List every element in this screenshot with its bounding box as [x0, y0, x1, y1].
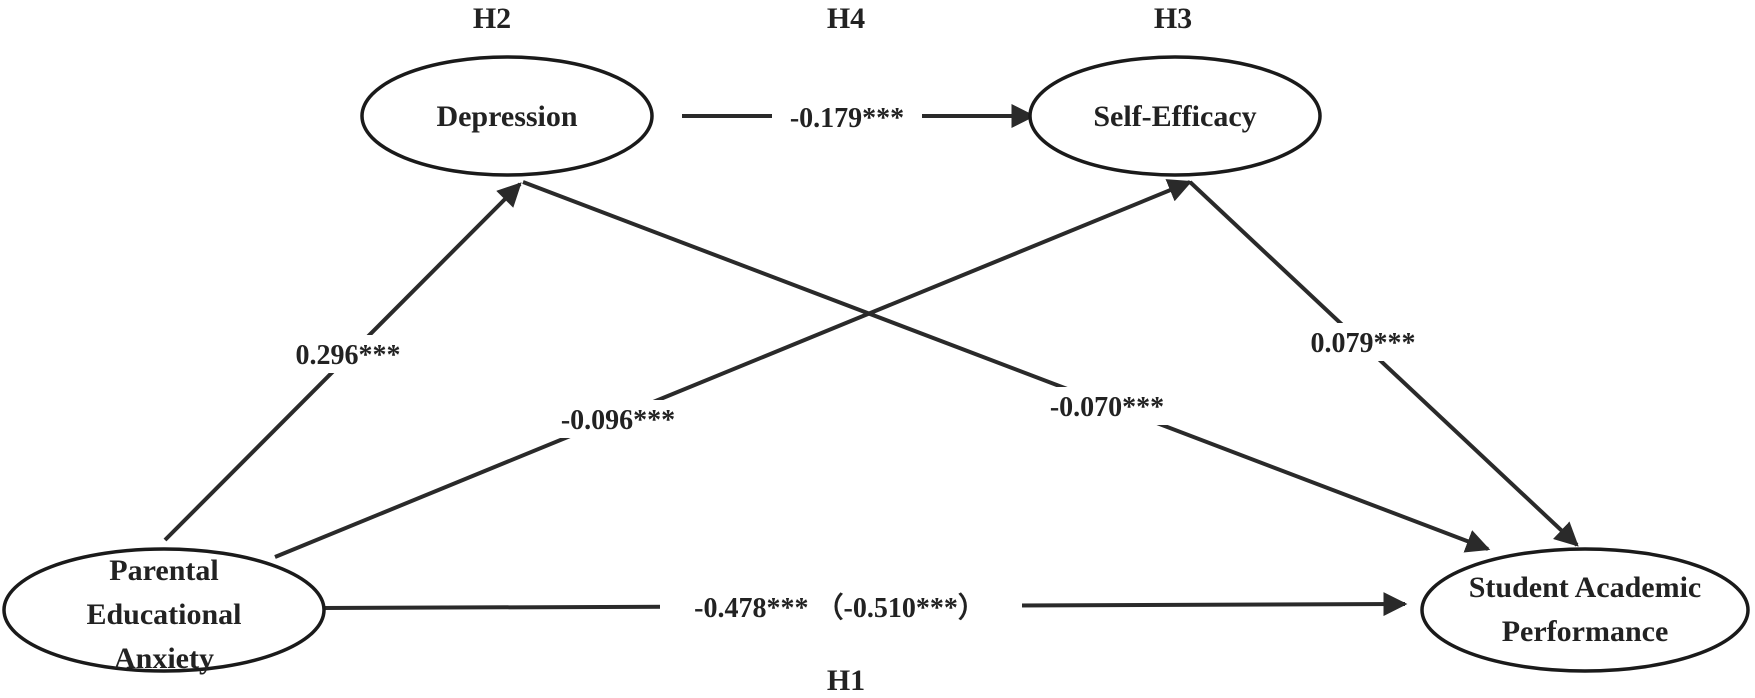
hypothesis-label-h4: H4 — [827, 2, 865, 35]
node-anxiety-label-line-1: Parental — [109, 554, 218, 587]
coefficient-anxiety-to-performance: -0.478*** （-0.510***） — [694, 591, 986, 624]
label-bg-b — [277, 335, 419, 373]
hypothesis-label-h3: H3 — [1154, 2, 1192, 35]
label-bg-f — [660, 587, 1022, 627]
node-performance-label-line-2: Performance — [1502, 615, 1669, 648]
node-anxiety-label-line-3: Anxiety — [114, 642, 214, 675]
node-depression-label: Depression — [436, 100, 577, 133]
node-anxiety-label-line-2: Educational — [86, 598, 241, 631]
label-bg-e — [1028, 387, 1188, 425]
label-bg-a — [772, 98, 922, 136]
label-bg-c — [1290, 323, 1436, 361]
hypothesis-label-h1: H1 — [827, 664, 865, 697]
coefficient-anxiety-to-depression: 0.296*** — [296, 340, 401, 371]
node-parental-educational-anxiety: Parental Educational Anxiety — [2, 547, 326, 675]
node-depression: Depression — [360, 55, 654, 177]
hypothesis-label-h2: H2 — [473, 2, 511, 35]
coefficient-depression-to-self-efficacy: -0.179*** — [790, 103, 904, 134]
path-anxiety-to-self-efficacy — [274, 179, 1193, 559]
node-student-academic-performance: Student Academic Performance — [1420, 547, 1750, 673]
node-self-efficacy: Self-Efficacy — [1028, 55, 1322, 177]
node-self-efficacy-label: Self-Efficacy — [1093, 100, 1256, 133]
path-self-efficacy-to-performance — [1188, 180, 1579, 547]
label-bg-d — [540, 400, 698, 438]
coefficient-anxiety-to-self-efficacy: -0.096*** — [561, 405, 675, 436]
coefficient-self-efficacy-to-performance: 0.079*** — [1311, 328, 1416, 359]
coefficient-depression-to-performance: -0.070*** — [1050, 392, 1164, 423]
path-depression-to-performance — [522, 180, 1491, 553]
node-performance-label-line-1: Student Academic — [1469, 571, 1702, 604]
